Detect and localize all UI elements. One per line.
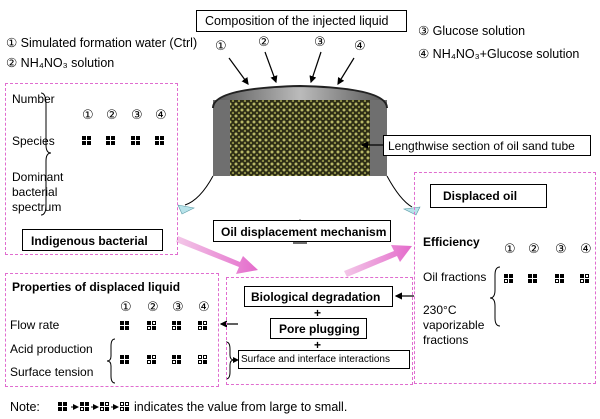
indigenous-species-mark-4 [155, 136, 165, 146]
indigenous-marker-1: ① [82, 107, 94, 122]
oil-row-vaporizable: vaporizable [423, 318, 485, 332]
curve-left [184, 175, 214, 206]
prop-marker-2: ② [147, 299, 159, 314]
legend-3: ③ Glucose solution [418, 24, 526, 38]
oil-mark-1 [504, 274, 514, 284]
oil-row-fractions: Oil fractions [423, 270, 487, 284]
pore-plugging: Pore plugging [279, 322, 360, 336]
indigenous-marker-2: ② [106, 107, 118, 122]
acid-tension-mark-1 [120, 355, 130, 365]
plus-2: + [314, 338, 322, 352]
prop-marker-4: ④ [198, 299, 210, 314]
mechanism-title-box: Oil displacement mechanism [213, 220, 391, 242]
indigenous-species-mark-2 [106, 136, 116, 146]
oil-marker-4: ④ [580, 241, 592, 256]
displaced-oil-panel [414, 172, 596, 384]
note-mark-2 [80, 402, 90, 412]
properties-panel [5, 273, 219, 387]
indigenous-title: Indigenous bacterial [31, 234, 148, 248]
top-marker-3: ③ [314, 34, 326, 49]
efficiency-label: Efficiency [423, 235, 480, 249]
indigenous-species-mark-3 [131, 136, 141, 146]
flow-mark-3 [172, 321, 182, 331]
acid-tension-mark-3 [172, 355, 182, 365]
oil-mark-2 [528, 274, 538, 284]
prop-marker-1: ① [120, 299, 132, 314]
pink-arrow-right [344, 245, 412, 277]
indigenous-row-spectrum: spectrum [12, 200, 62, 214]
curve-right [386, 175, 413, 208]
prop-row-tension: Surface tension [10, 365, 94, 379]
top-marker-2: ② [258, 34, 270, 49]
indigenous-species-mark-1 [82, 136, 92, 146]
surface-box: Surface and interface interactions [238, 350, 410, 369]
flow-mark-4 [198, 321, 208, 331]
note-mark-1 [58, 402, 68, 412]
oil-row-fractions-2: fractions [423, 333, 469, 347]
top-marker-1: ① [215, 38, 227, 53]
indigenous-row-dominant: Dominant [12, 170, 64, 184]
composition-title-box: Composition of the injected liquid [196, 10, 407, 32]
tube-label-box: Lengthwise section of oil sand tube [383, 135, 591, 156]
surface-interactions: Surface and interface interactions [241, 354, 390, 365]
note-mark-3 [100, 402, 110, 412]
bio-degradation-box: Biological degradation [244, 286, 393, 307]
indigenous-panel [5, 83, 178, 255]
flow-mark-1 [120, 321, 130, 331]
mechanism-title: Oil displacement mechanism [221, 225, 387, 239]
oil-marker-1: ① [504, 241, 516, 256]
note-prefix: Note: [10, 400, 40, 414]
legend-2: ② NH₄NO₃ solution [6, 56, 115, 70]
mechanism-panel [226, 277, 413, 385]
acid-tension-mark-4 [198, 355, 208, 365]
displaced-oil-title-box: Displaced oil [430, 184, 547, 208]
oil-marker-3: ③ [555, 241, 567, 256]
indigenous-title-box: Indigenous bacterial [22, 229, 163, 251]
oil-sand-tube [212, 84, 388, 176]
prop-row-flow: Flow rate [10, 318, 60, 332]
flow-mark-2 [147, 321, 157, 331]
composition-title: Composition of the injected liquid [205, 14, 389, 28]
indigenous-row-number: Number [12, 92, 55, 106]
indigenous-row-bacterial: bacterial [12, 185, 58, 199]
pink-arrow-left [176, 236, 258, 274]
acid-tension-mark-2 [147, 355, 157, 365]
note-mark-4 [120, 402, 130, 412]
legend-1: ① Simulated formation water (Ctrl) [6, 36, 198, 50]
indigenous-row-species: Species [12, 134, 55, 148]
pore-plugging-box: Pore plugging [270, 318, 367, 339]
injection-arrows [228, 51, 355, 86]
oil-mark-4 [580, 274, 590, 284]
prop-row-acid: Acid production [10, 342, 93, 356]
displaced-oil-title: Displaced oil [443, 189, 518, 203]
tube-label: Lengthwise section of oil sand tube [388, 139, 575, 153]
bio-degradation: Biological degradation [251, 290, 381, 304]
oil-mark-3 [555, 274, 565, 284]
oil-row-230: 230°C [423, 303, 457, 317]
legend-4: ④ NH₄NO₃+Glucose solution [418, 47, 580, 61]
plus-1: + [314, 306, 322, 320]
properties-title: Properties of displaced liquid [12, 280, 181, 294]
indigenous-marker-4: ④ [155, 107, 167, 122]
note-suffix: indicates the value from large to small. [134, 400, 348, 414]
indigenous-marker-3: ③ [131, 107, 143, 122]
top-marker-4: ④ [354, 38, 366, 53]
oil-marker-2: ② [528, 241, 540, 256]
prop-marker-3: ③ [172, 299, 184, 314]
